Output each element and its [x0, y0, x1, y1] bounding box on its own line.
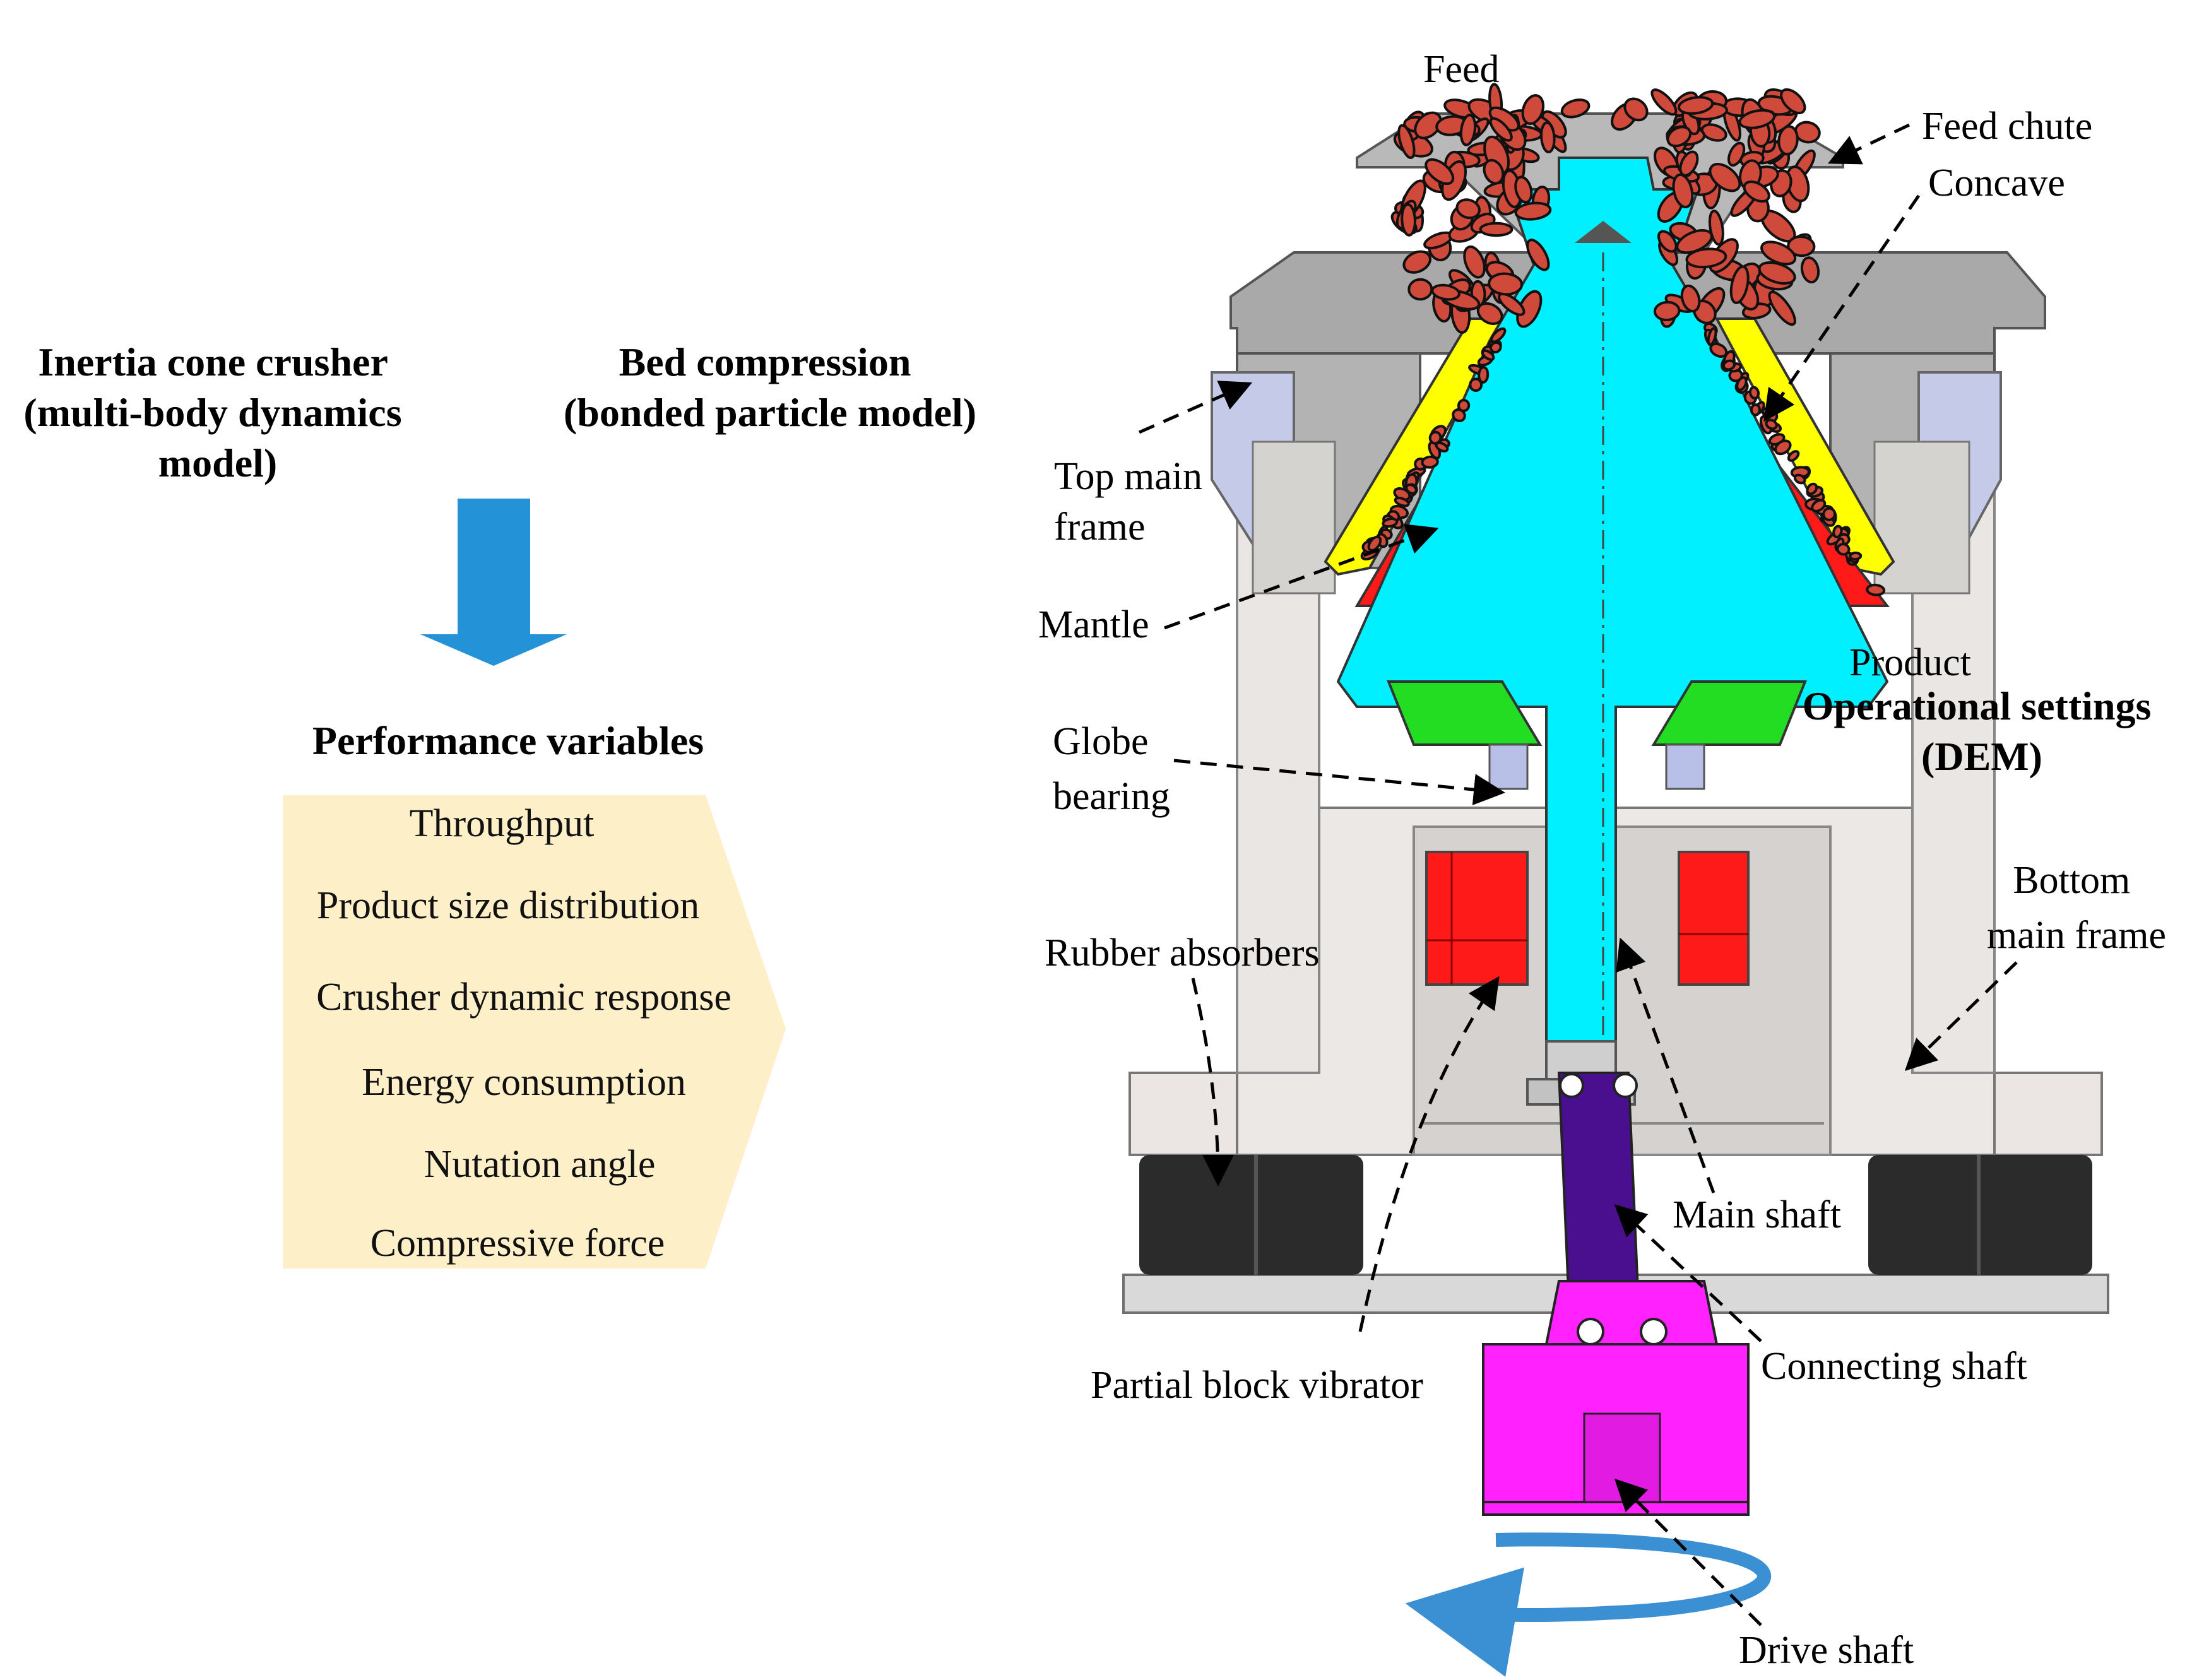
label-rubber-absorbers: Rubber absorbers: [1045, 932, 1320, 974]
label-product: Product: [1849, 641, 1971, 684]
down-arrow-icon: [420, 499, 567, 666]
perf-item-product-size: Product size distribution: [317, 884, 699, 927]
leader-feed-chute: [1827, 123, 1911, 165]
crusher-drawing: [1122, 83, 2109, 1677]
label-globe-bearing: Globe bearing: [1053, 720, 1170, 818]
leader-connecting-shaft: [1614, 1204, 1762, 1342]
perf-item-dynamic-response: Crusher dynamic response: [316, 976, 732, 1019]
leader-lines: [1138, 123, 2018, 1626]
leader-main-shaft: [1616, 937, 1715, 1193]
perf-item-nutation: Nutation angle: [424, 1143, 656, 1186]
label-main-shaft: Main shaft: [1673, 1193, 1841, 1236]
label-mantle: Mantle: [1038, 603, 1149, 646]
label-top-main-frame: Top main frame: [1054, 455, 1212, 548]
label-operational-settings: Operational settings (DEM): [1803, 683, 2162, 779]
leader-top-main-frame: [1138, 381, 1253, 434]
rubber-absorbers: [1139, 1155, 2092, 1275]
label-partial-block-vibrator: Partial block vibrator: [1091, 1364, 1423, 1407]
label-drive-shaft: Drive shaft: [1739, 1629, 1914, 1672]
left-panel: Inertia cone crusher (multi-body dynamic…: [23, 340, 976, 1269]
perf-item-energy: Energy consumption: [362, 1061, 686, 1104]
label-connecting-shaft: Connecting shaft: [1761, 1345, 2027, 1388]
label-feed-chute: Feed chute: [1922, 105, 2092, 148]
label-feed: Feed: [1423, 48, 1500, 91]
feed-particles: [1360, 83, 1886, 596]
globe-bearing-seat: [1387, 680, 1807, 790]
leader-concave: [1763, 194, 1921, 422]
bed-compression-heading: Bed compression (bonded particle model): [564, 340, 976, 435]
performance-list: Throughput Product size distribution Cru…: [316, 802, 732, 1265]
performance-title: Performance variables: [312, 718, 704, 763]
label-bottom-main-frame: Bottom main frame: [1987, 859, 2166, 957]
leader-partial-block-vibrator: [1358, 976, 1500, 1332]
leader-globe-bearing: [1173, 759, 1505, 806]
perf-item-compressive-force: Compressive force: [370, 1222, 665, 1265]
perf-item-throughput: Throughput: [410, 802, 595, 845]
performance-panel: [283, 795, 786, 1269]
leader-drive-shaft: [1614, 1478, 1762, 1626]
rotation-arrow-icon: [1405, 1532, 1772, 1677]
crusher-heading: Inertia cone crusher (multi-body dynamic…: [23, 340, 412, 485]
callout-labels: Feed Feed chute Concave Top main frame M…: [1038, 48, 2166, 1672]
drive-shaft: [1482, 1280, 1750, 1516]
leader-rubber-absorbers: [1191, 978, 1234, 1186]
leader-mantle: [1164, 524, 1439, 630]
partial-block-vibrators: [1425, 851, 1750, 986]
label-concave: Concave: [1928, 162, 2065, 204]
